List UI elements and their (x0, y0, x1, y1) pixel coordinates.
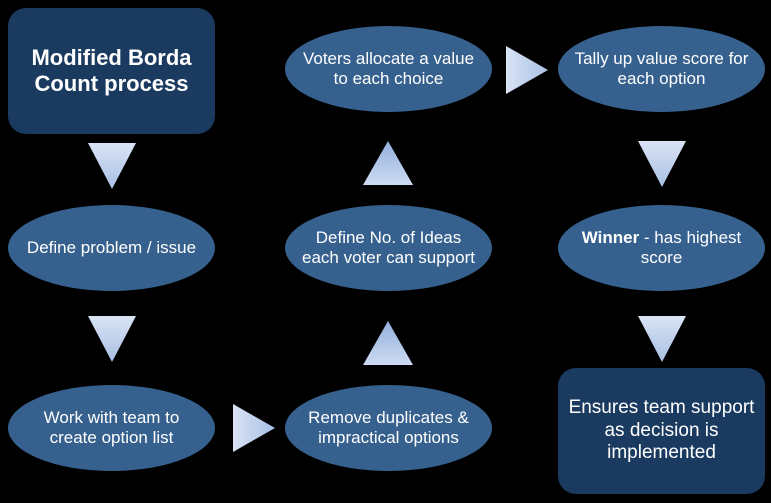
arrow-tally-up-to-winner (637, 140, 687, 188)
node-label: Tally up value score for each option (574, 48, 749, 88)
arrow-define-problem-to-work-with-team (87, 315, 137, 363)
node-label: Define No. of Ideas each voter can suppo… (302, 227, 475, 267)
winner-rest-text: - has highest score (639, 227, 742, 267)
node-tally-up-value-score-for-each-option[interactable]: Tally up value score for each option (558, 26, 765, 112)
node-label: Remove duplicates & impractical options (308, 407, 469, 447)
node-label: Winner - has highest score (558, 228, 765, 268)
node-work-with-team-to-create-option-list[interactable]: Work with team to create option list (8, 385, 215, 471)
arrow-work-with-team-to-remove-duplicates (232, 403, 276, 453)
winner-bold-text: Winner (581, 227, 640, 247)
arrow-remove-duplicates-to-define-no-ideas (362, 320, 414, 366)
node-label: Work with team to create option list (43, 407, 180, 447)
node-label: Define problem / issue (26, 237, 197, 257)
node-label: Voters allocate a value to each choice (302, 48, 475, 88)
node-label: Modified Borda Count process (31, 45, 192, 96)
node-label: Ensures team support as decision is impl… (568, 397, 755, 464)
arrow-voters-allocate-to-tally-up (505, 45, 549, 95)
node-define-no-of-ideas-each-voter-can-support[interactable]: Define No. of Ideas each voter can suppo… (285, 205, 492, 291)
node-remove-duplicates-impractical-options[interactable]: Remove duplicates & impractical options (285, 385, 492, 471)
arrow-define-no-ideas-to-voters-allocate (362, 140, 414, 186)
node-title-modified-borda-count-process[interactable]: Modified Borda Count process (8, 8, 215, 134)
node-voters-allocate-value-to-each-choice[interactable]: Voters allocate a value to each choice (285, 26, 492, 112)
arrow-winner-to-ensures-team (637, 315, 687, 363)
node-define-problem-issue[interactable]: Define problem / issue (8, 205, 215, 291)
node-ensures-team-support-as-decision-is-implemented[interactable]: Ensures team support as decision is impl… (558, 368, 765, 494)
arrow-title-to-define-problem (87, 142, 137, 190)
node-winner-has-highest-score[interactable]: Winner - has highest score (558, 205, 765, 291)
